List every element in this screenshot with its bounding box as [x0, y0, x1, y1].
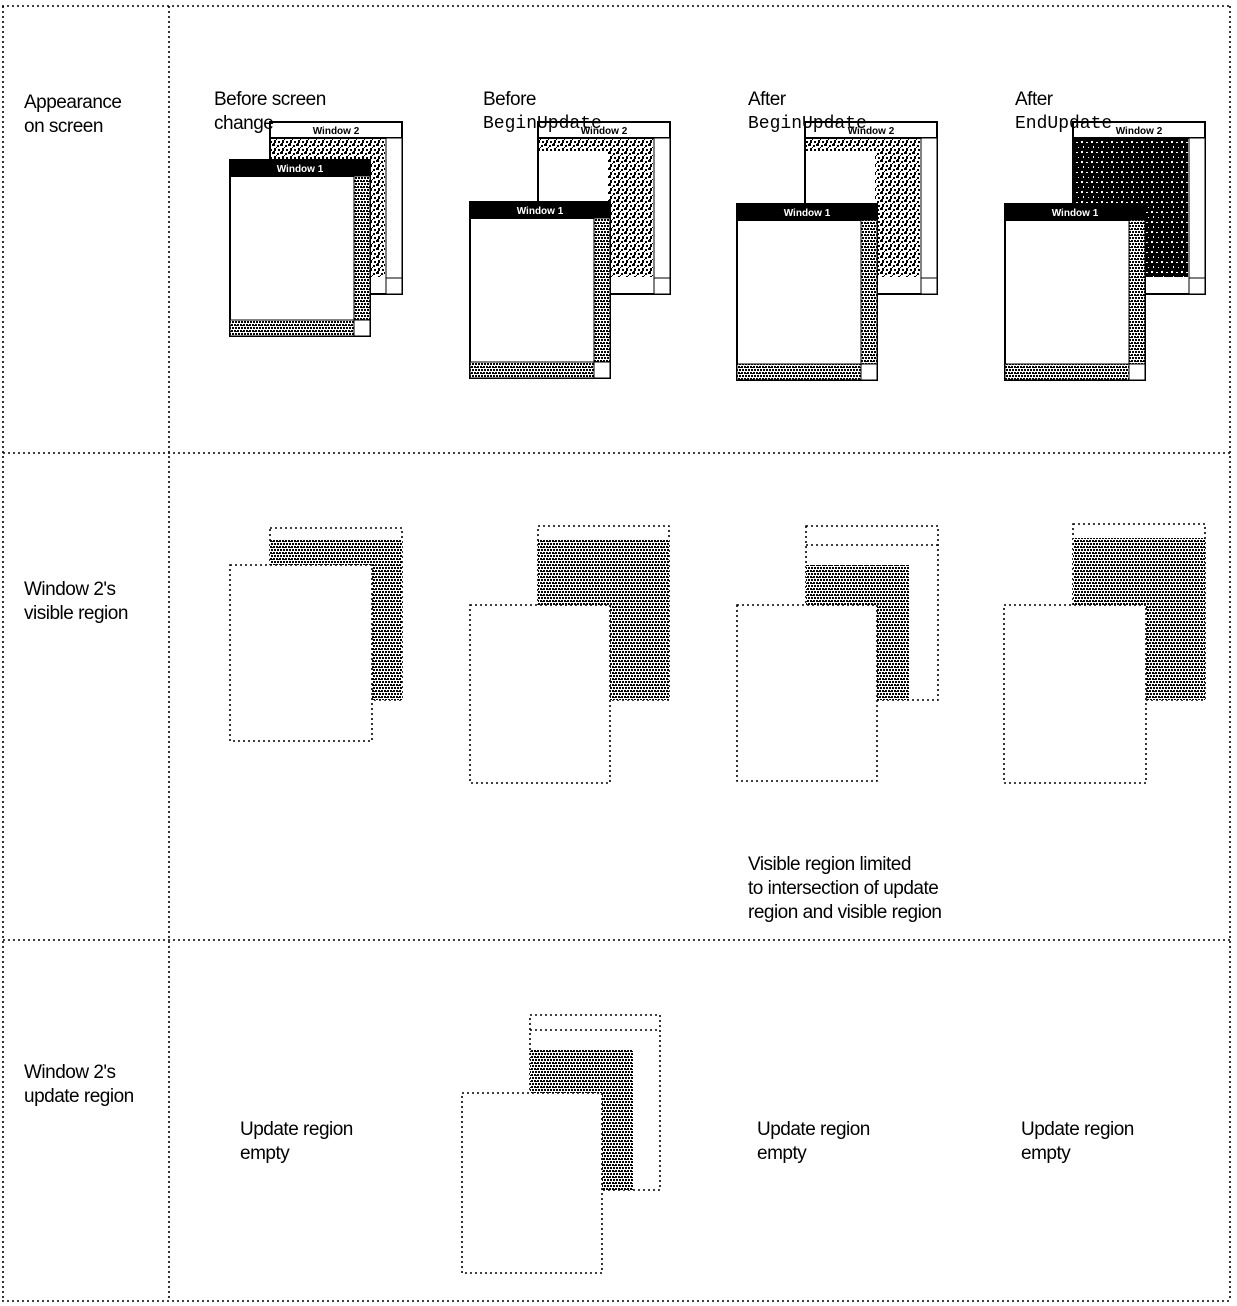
grow-box	[653, 277, 671, 295]
window-1-graphic: Window 1	[736, 203, 878, 381]
window-title: Window 1	[784, 208, 831, 219]
window-title-bar	[736, 203, 878, 221]
window-title-bar	[804, 121, 938, 139]
window-title-bar	[229, 159, 371, 177]
horizontal-scrollbar	[1004, 363, 1130, 381]
vertical-scrollbar	[653, 137, 671, 279]
grow-box	[385, 277, 403, 295]
window-title: Window 1	[1052, 208, 1099, 219]
grow-box	[920, 277, 938, 295]
window-1-graphic: Window 1	[1004, 203, 1146, 381]
region-outline	[469, 525, 670, 784]
horizontal-scrollbar	[229, 319, 355, 337]
region-outline	[229, 527, 403, 742]
window-content-strip	[608, 139, 653, 277]
window-title-bar	[1004, 203, 1146, 221]
window-1-outline	[1003, 604, 1147, 784]
window-title-bar	[269, 121, 403, 139]
window-1-outline	[461, 1092, 603, 1274]
vertical-scrollbar	[860, 219, 878, 365]
vertical-scrollbar	[920, 137, 938, 279]
window-1-graphic: Window 1	[229, 159, 371, 337]
grow-box	[860, 363, 878, 381]
window-1-outline	[469, 604, 611, 784]
vertical-scrollbar	[353, 175, 371, 321]
window-title: Window 1	[517, 206, 564, 217]
window-title: Window 2	[848, 126, 895, 137]
horizontal-scrollbar	[469, 361, 595, 379]
window-1-cover	[737, 605, 877, 781]
grow-box	[353, 319, 371, 337]
horizontal-scrollbar	[736, 363, 862, 381]
vertical-scrollbar	[1128, 219, 1146, 365]
window-content-strip	[875, 139, 920, 277]
vertical-scrollbar	[385, 137, 403, 279]
window-1-cover	[470, 605, 610, 783]
vertical-scrollbar	[1188, 137, 1206, 279]
window-1-cover	[1004, 605, 1146, 783]
vertical-scrollbar	[593, 217, 611, 363]
window-1-graphic: Window 1	[469, 201, 611, 379]
window-title: Window 2	[313, 126, 360, 137]
region-outline	[736, 525, 939, 782]
window-frame	[1004, 203, 1146, 381]
window-title: Window 2	[581, 126, 628, 137]
window-title: Window 1	[277, 164, 324, 175]
grow-box	[1128, 363, 1146, 381]
window-title: Window 2	[1116, 126, 1163, 137]
window-frame	[229, 159, 371, 337]
update-region-outline	[461, 1014, 661, 1274]
window-title-bar	[1072, 121, 1206, 139]
region-outline	[1003, 523, 1206, 784]
window-1-outline	[736, 604, 878, 782]
window-1-outline	[229, 564, 373, 742]
window-title-bar	[469, 201, 611, 219]
window-1-cover	[230, 565, 372, 741]
window-title-bar	[537, 121, 671, 139]
window-frame	[469, 201, 611, 379]
window-1-cover	[462, 1093, 602, 1273]
grow-box	[593, 361, 611, 379]
grow-box	[1188, 277, 1206, 295]
window-frame	[736, 203, 878, 381]
